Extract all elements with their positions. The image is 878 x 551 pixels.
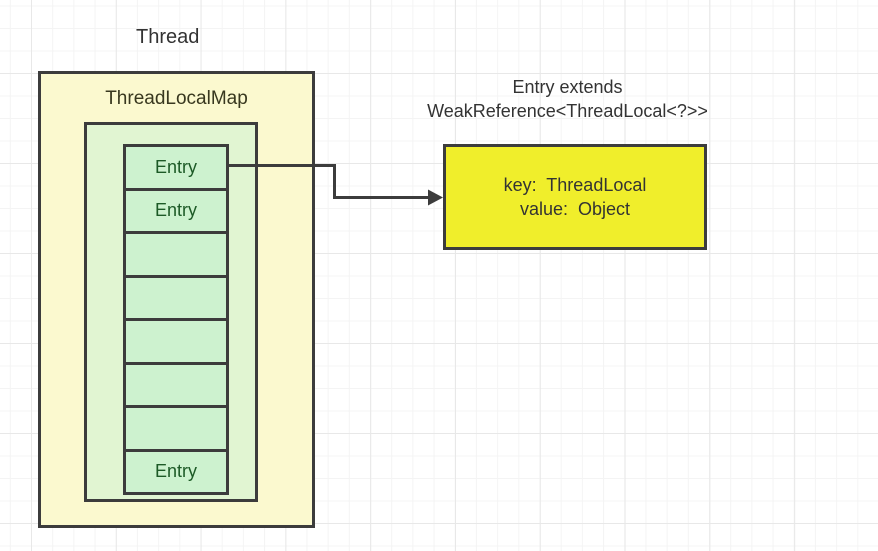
arrow-head-icon	[428, 189, 443, 206]
entry-cell-label: Entry	[154, 461, 197, 482]
entry-cell: Entry	[123, 144, 229, 191]
entry-cell	[123, 405, 229, 452]
entry-cell: Entry	[123, 448, 229, 495]
entry-cell-label: Entry	[154, 200, 197, 221]
entry-cell	[123, 231, 229, 278]
thread-label: Thread	[136, 26, 200, 48]
entry-detail-value: value: Object	[519, 199, 631, 219]
entry-extends-note-line2: WeakReference<ThreadLocal<?>>	[427, 101, 708, 121]
entry-extends-note: Entry extends WeakReference<ThreadLocal<…	[395, 75, 740, 123]
entry-extends-note-line1: Entry extends	[512, 77, 623, 97]
entry-cell	[123, 318, 229, 365]
entry-detail-box: key: ThreadLocal value: Object	[443, 144, 707, 250]
entry-cell-label: Entry	[154, 156, 197, 177]
entry-cell	[123, 274, 229, 321]
entry-cell	[123, 361, 229, 408]
entry-cell: Entry	[123, 187, 229, 234]
threadlocalmap-title: ThreadLocalMap	[105, 88, 248, 109]
entry-cell-stack: Entry Entry Entry	[123, 144, 229, 495]
entry-detail-key: key: ThreadLocal	[503, 175, 647, 195]
